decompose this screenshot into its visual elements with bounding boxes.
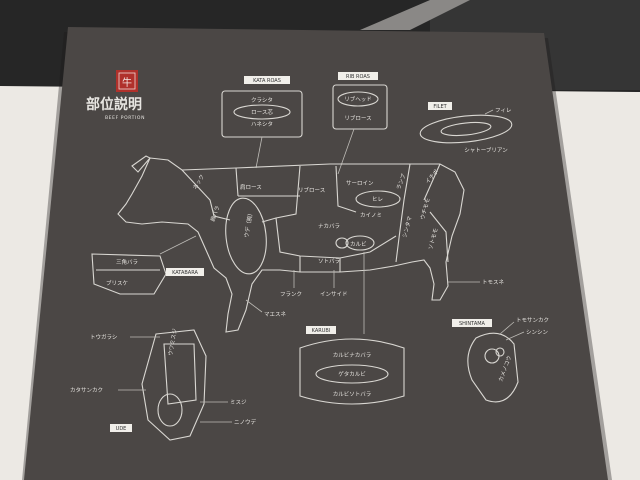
knife-blade	[360, 0, 470, 30]
cut-kainomi: カイノミ	[360, 212, 382, 219]
kata-roas-detail: KATA ROAS クラシタ ロース芯 ハネシタ	[221, 76, 303, 138]
hire-region	[355, 190, 401, 208]
cut-kataroasu: 肩ロース	[240, 183, 262, 191]
tag-rib-roas: RIB ROAS	[346, 74, 370, 80]
label-geta-karubi: ゲタカルビ	[338, 370, 366, 378]
label-sankakubara: 三角バラ	[116, 258, 138, 266]
label-haneshita: ハネシタ	[251, 120, 273, 128]
cut-nakabara: ナカバラ	[318, 223, 340, 230]
cut-karubi: カルビ	[350, 240, 367, 248]
label-katasankaku: カタサンカク	[70, 386, 103, 394]
rib-roas-detail: RIB ROAS リブヘッド リブロース	[332, 72, 388, 130]
seal-stamp: 牛	[116, 70, 138, 92]
label-chateaubriand: シャトーブリアン	[464, 146, 508, 154]
cut-inside: インサイド	[320, 291, 348, 298]
label-karubi-sotobara: カルビソトバラ	[333, 390, 372, 398]
ude-detail: トウガラシ ウワミスジ カタサンカク ミスジ ニノウデ UDE	[70, 327, 257, 441]
page-subtitle: BEEF PORTION	[105, 115, 145, 121]
seal-text: 牛	[122, 76, 132, 89]
karubi-detail: KARUBI カルビナカバラ ゲタカルビ カルビソトバラ	[299, 252, 405, 405]
cow-diagram: ネック 肩ロース リブロース サーロイン ヒレ ランプ イチボ ウチモモ 肩バラ…	[117, 155, 465, 333]
label-tomosankaku: トモサンカク	[516, 317, 549, 324]
tag-ude: UDE	[116, 426, 127, 432]
cut-flank: フランク	[280, 291, 302, 298]
tag-kata-roas: KATA ROAS	[253, 78, 281, 84]
page-title: 部位説明	[86, 96, 142, 113]
cut-tomosune: トモスネ	[482, 279, 505, 286]
label-karubi-nakabara: カルビナカバラ	[333, 351, 372, 359]
cut-hire: ヒレ	[372, 196, 383, 203]
cut-sirloin: サーロイン	[346, 180, 374, 187]
ude-region	[225, 197, 267, 275]
cut-sotobara: ソトバラ	[318, 258, 340, 265]
tag-filet: FILET	[433, 104, 447, 110]
cow-outline	[117, 157, 465, 333]
label-kurashita: クラシタ	[251, 96, 273, 104]
fillet-detail: FILET フィレ シャトーブリアン	[419, 102, 513, 154]
label-misuji: ミスジ	[230, 399, 247, 406]
cut-riburoasu: リブロース	[298, 186, 325, 194]
menu-board	[24, 27, 608, 480]
label-shinshin: シンシン	[526, 330, 549, 336]
label-fillet: フィレ	[495, 107, 511, 114]
tag-shintama: SHINTAMA	[459, 321, 486, 327]
label-ribhead: リブヘッド	[344, 95, 372, 103]
label-tougarashi: トウガラシ	[90, 333, 117, 341]
karubi-region	[345, 235, 375, 251]
tag-katabara: KATABARA	[172, 270, 198, 276]
label-ninoude: ニノウデ	[234, 418, 257, 426]
label-riburoasu-small: リブロース	[344, 114, 371, 122]
label-brisket: ブリスケ	[106, 279, 129, 287]
tag-karubi: KARUBI	[312, 328, 331, 334]
label-roshin: ロース芯	[251, 108, 273, 116]
cut-maesune: マエスネ	[264, 311, 287, 318]
katabara-detail: KATABARA 三角バラ ブリスケ	[91, 235, 204, 295]
